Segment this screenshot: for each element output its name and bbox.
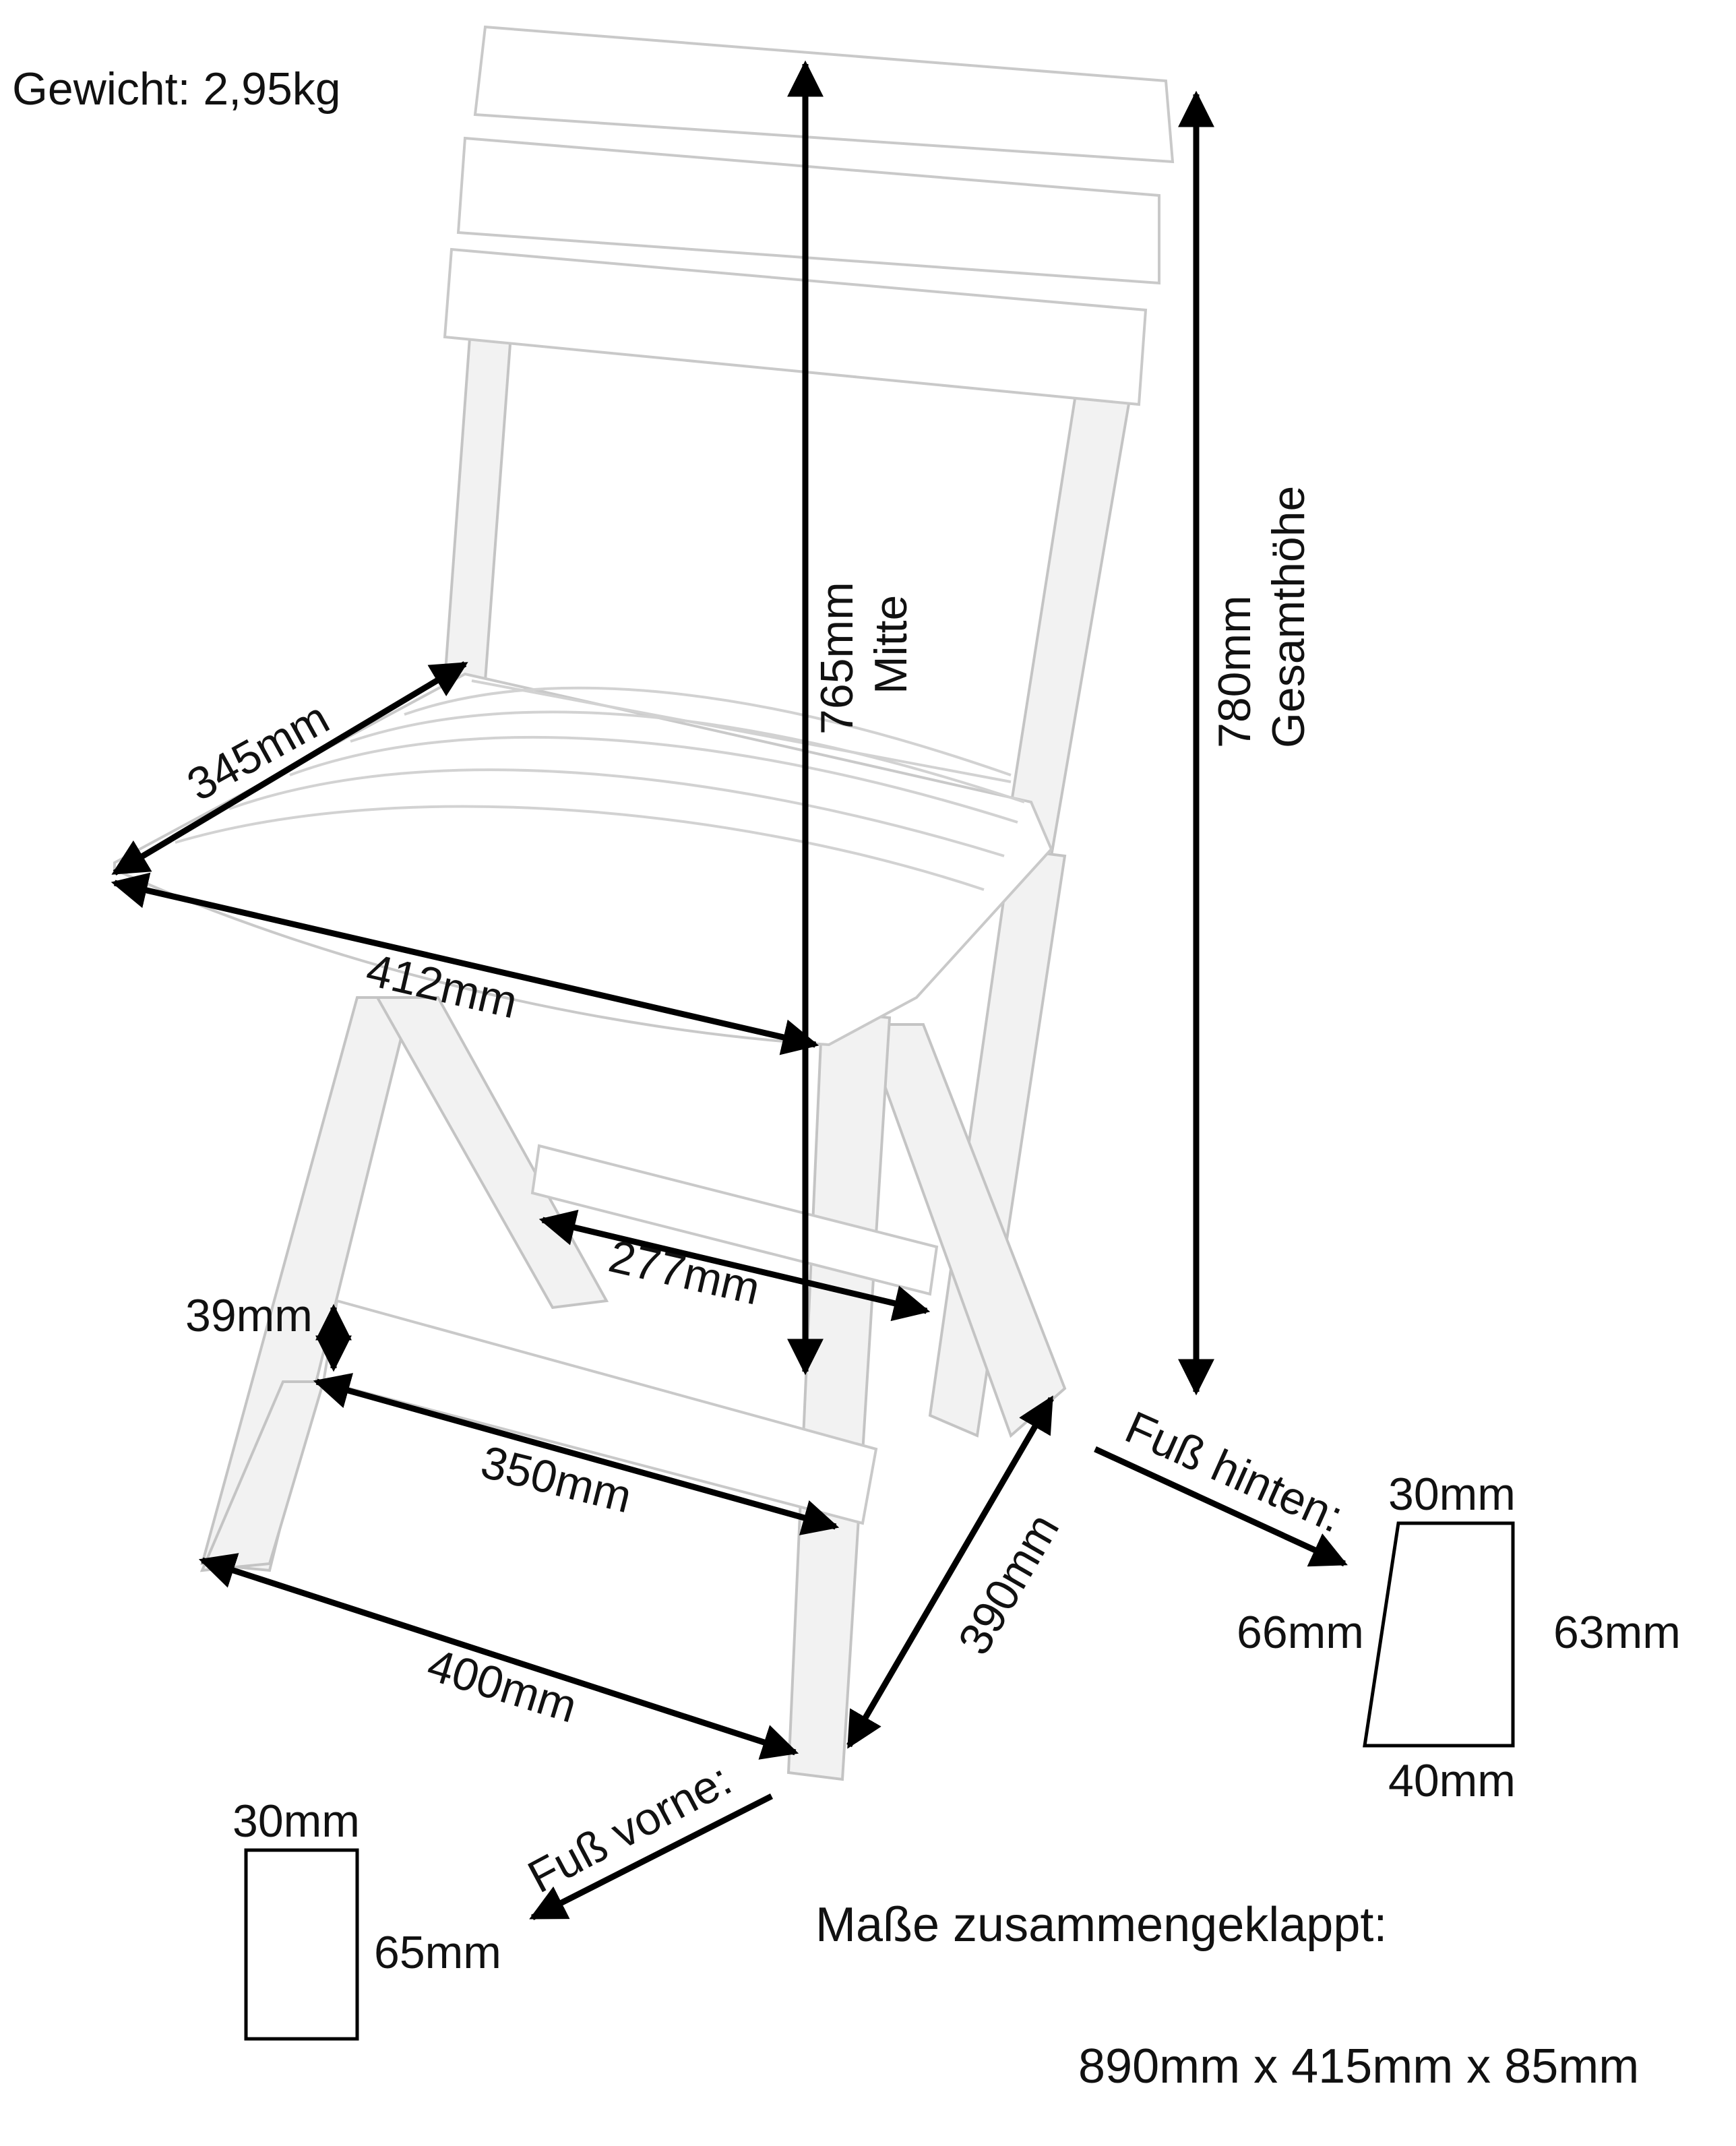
label-foot-front-top: 30mm <box>232 1796 360 1847</box>
foot-back-profile <box>1363 1521 1515 1748</box>
back-post-right <box>1002 375 1134 858</box>
dimension-arrows <box>111 60 1348 1921</box>
label-foot-back-right: 63mm <box>1553 1607 1681 1658</box>
weight-label: Gewicht: 2,95kg <box>12 63 341 115</box>
arrow-leg-spread-side <box>846 1395 1054 1749</box>
label-folded: Maße zusammengeklappt: <box>815 1898 1387 1952</box>
back-post-left <box>443 308 514 682</box>
label-bar-height: 39mm <box>185 1290 313 1341</box>
label-height-total: 780mm <box>1209 595 1260 748</box>
arrow-seat-width <box>111 872 819 1055</box>
label-height-center: 765mm <box>811 582 863 735</box>
front-leg-left <box>200 996 413 1572</box>
label-foot-back-top: 30mm <box>1388 1469 1516 1520</box>
label-leg-spread-side: 390mm <box>948 1505 1069 1663</box>
label-leg-spread-front: 400mm <box>422 1639 583 1733</box>
chair-illustration <box>113 25 1175 1781</box>
foot-front-profile <box>244 1848 359 2041</box>
arrow-crossbar-inner <box>538 1209 931 1322</box>
arrow-foot-back <box>1094 1446 1348 1567</box>
cross-brace <box>375 996 609 1310</box>
back-slat-top <box>473 25 1175 164</box>
label-foot-back-left: 66mm <box>1237 1607 1364 1658</box>
label-foot-back: Fuß hinten: <box>1118 1401 1351 1542</box>
arrow-seat-depth <box>111 661 468 876</box>
label-folded-value: 890mm x 415mm x 85mm <box>1078 2040 1639 2093</box>
label-foot-front-right: 65mm <box>374 1927 501 1978</box>
rear-leg-lower <box>861 1023 1067 1438</box>
label-foot-back-bottom: 40mm <box>1388 1755 1516 1806</box>
arrow-front-bar <box>313 1373 840 1535</box>
label-height-center-note: Mitte <box>865 595 917 694</box>
label-height-total-note: Gesamthöhe <box>1263 486 1314 748</box>
arrow-leg-spread-front <box>198 1553 799 1760</box>
arrow-foot-front <box>529 1793 774 1921</box>
